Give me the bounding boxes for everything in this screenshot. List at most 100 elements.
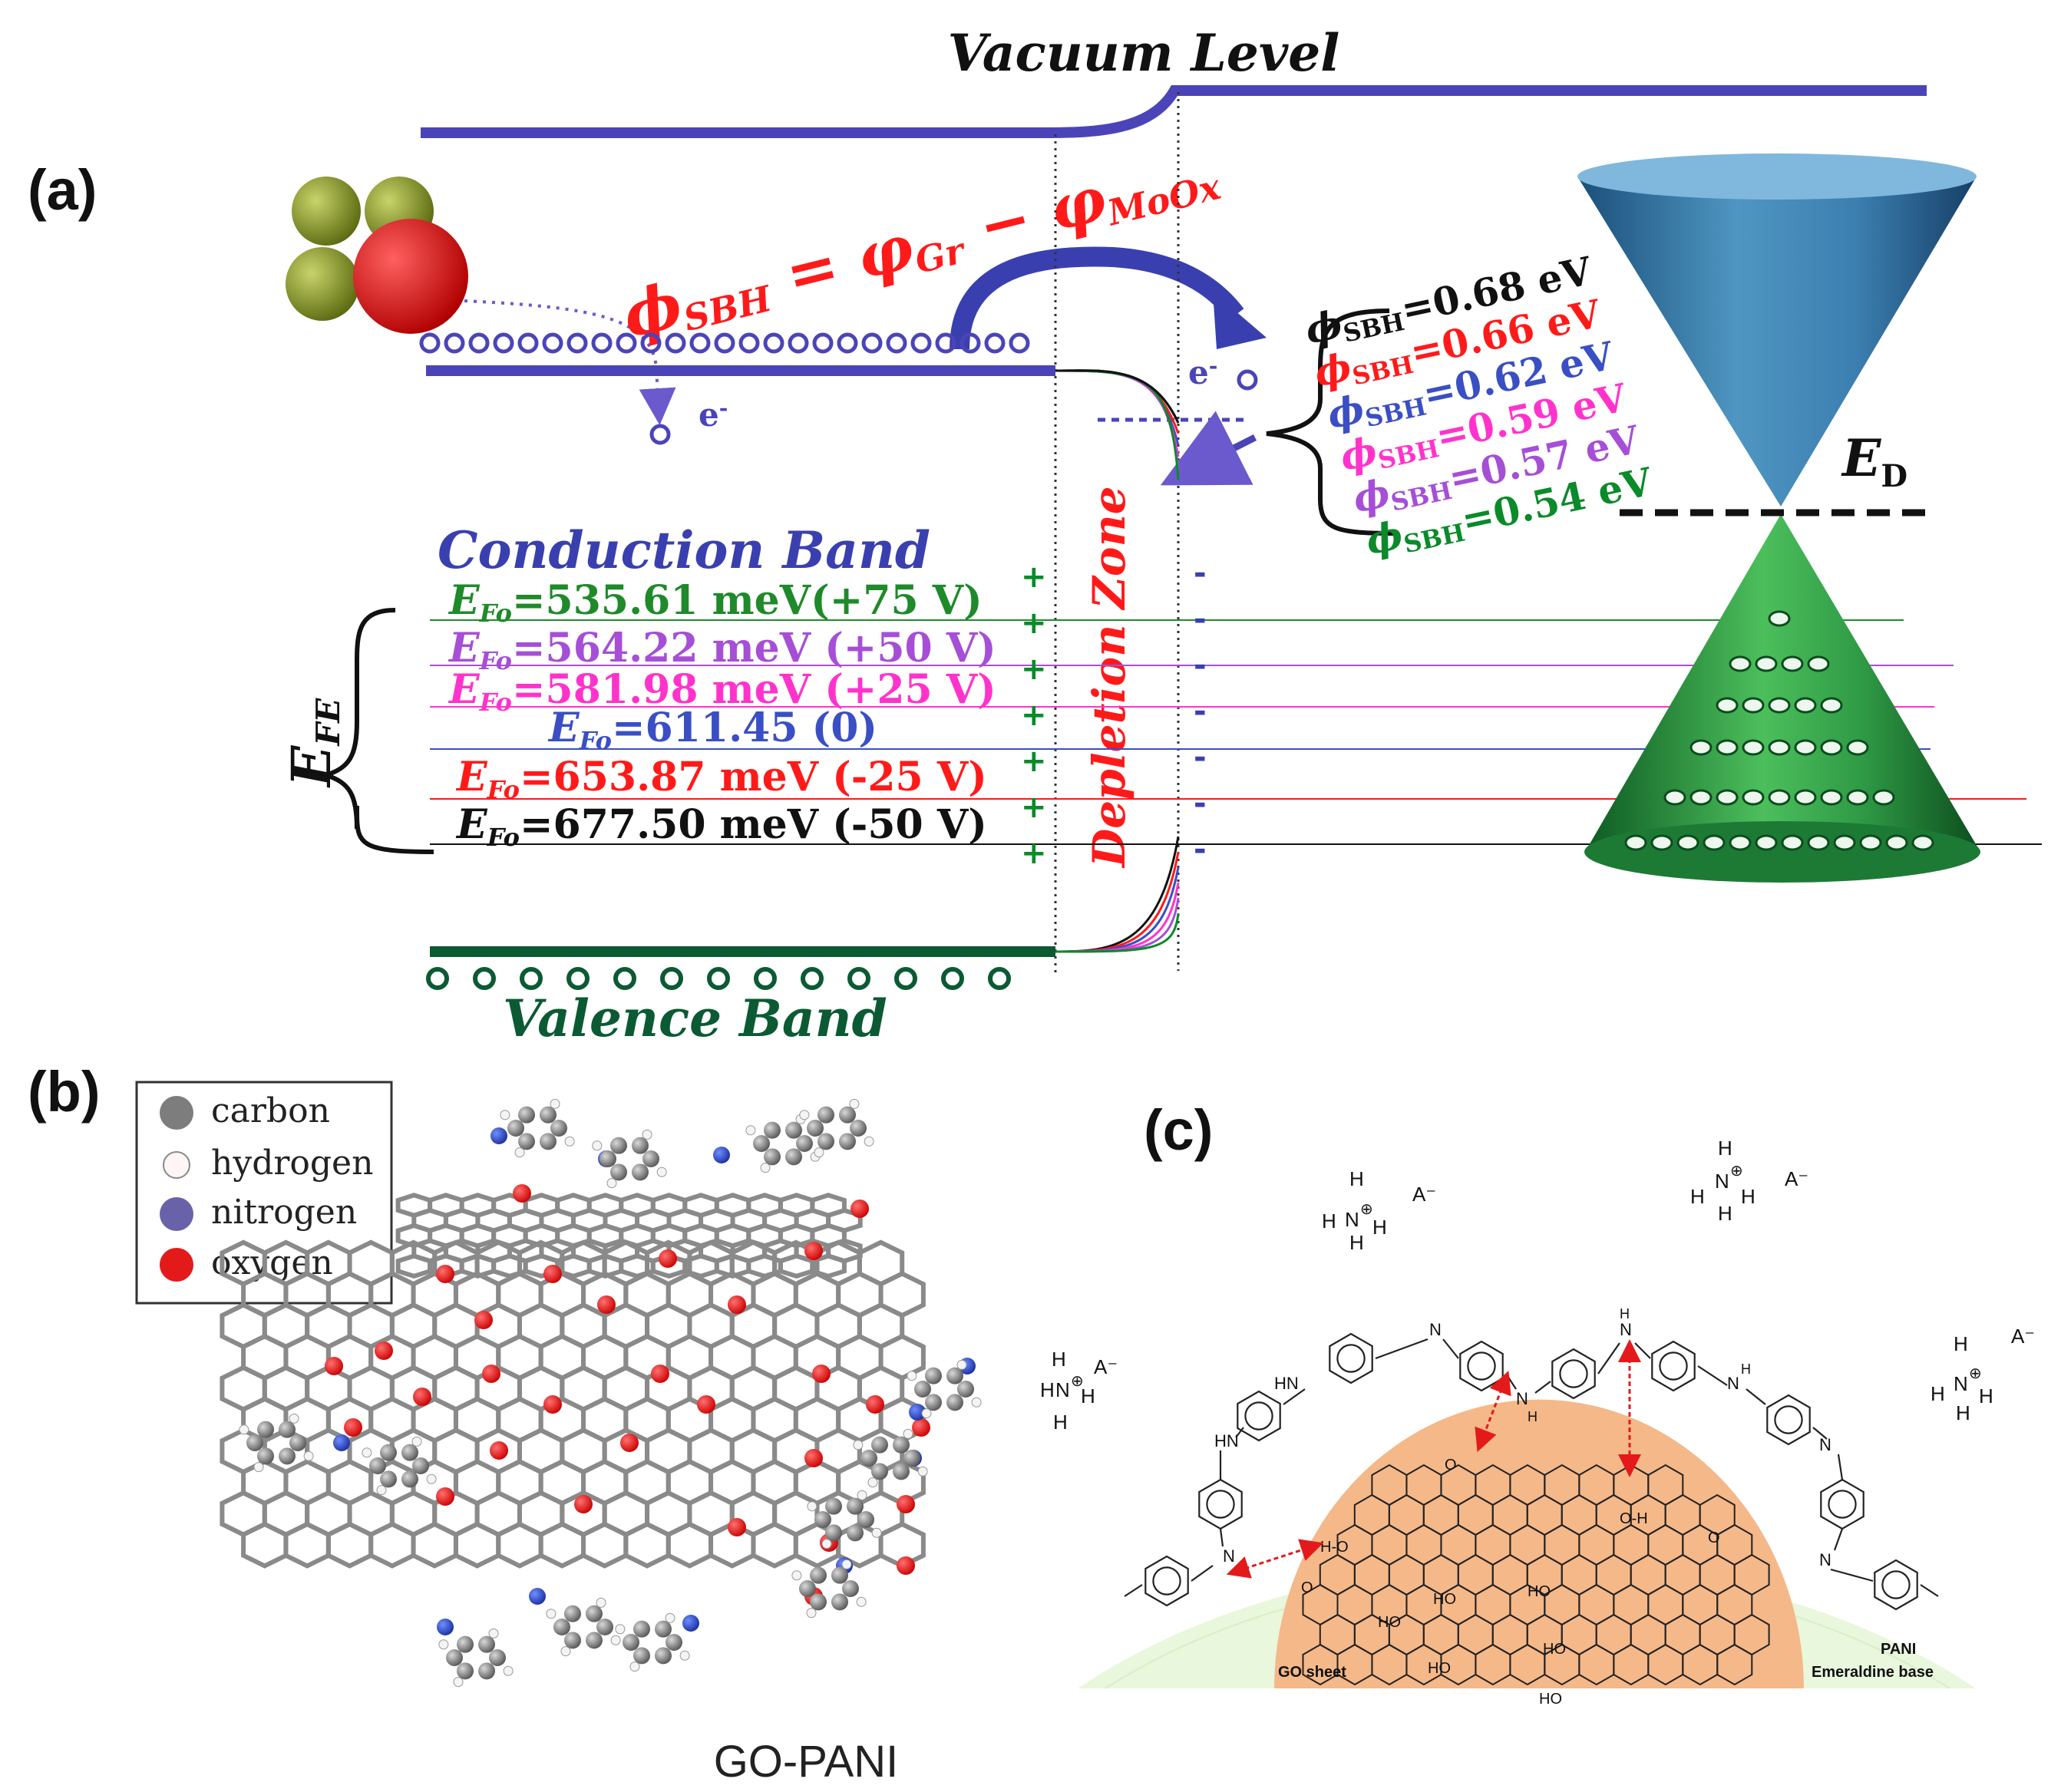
cb-electron <box>665 332 686 354</box>
legend-hydrogen-swatch <box>163 1151 190 1179</box>
minus-charge: - <box>1194 740 1207 775</box>
benzene-ring <box>1766 1394 1811 1446</box>
oxygen-atom <box>474 1311 493 1329</box>
hydrogen-atom <box>807 1501 817 1512</box>
svg-text:N: N <box>1345 1208 1359 1231</box>
hydrogen-atom <box>856 1596 867 1607</box>
depletion-zone-label: Depletion Zone <box>1083 486 1135 869</box>
panel-c: H H N ⊕ H H A⁻ H H N ⊕ H H A⁻ H H N ⊕ H … <box>1078 1137 2035 1708</box>
cone-state <box>1768 610 1791 627</box>
svg-text:N: N <box>1620 1320 1632 1339</box>
carbon-atom <box>550 1120 567 1137</box>
carbon-atom <box>847 1524 864 1542</box>
cone-hole-states <box>1624 610 1934 851</box>
cb-electron <box>861 332 883 354</box>
svg-text:N: N <box>1223 1546 1235 1566</box>
panel-b: carbon hydrogen nitrogen oxygen GO-PANI … <box>135 1081 1118 1787</box>
vb-hole <box>520 967 543 990</box>
carbon-atom <box>817 1106 834 1124</box>
cb-electron <box>935 332 956 354</box>
carbon-ring <box>368 1521 416 1569</box>
vb-hole <box>566 967 590 990</box>
carbon-atom <box>507 1120 524 1137</box>
oxygen-atom <box>897 1556 915 1575</box>
plus-charge: + <box>1021 698 1047 733</box>
benzene-ring <box>1459 1340 1504 1392</box>
oxygen-atom <box>344 1418 362 1437</box>
carbon-ring <box>810 1253 847 1279</box>
cone-state <box>1794 739 1817 756</box>
oxygen-atom <box>804 1242 823 1260</box>
chain-bond <box>1219 1528 1224 1547</box>
oxygen-atom <box>651 1365 669 1383</box>
hydrogen-atom <box>289 1413 299 1424</box>
svg-text:H: H <box>1954 1332 1968 1355</box>
carbon-ring <box>623 1521 671 1569</box>
oxygen-atom <box>513 1184 531 1203</box>
cb-electron <box>419 332 441 354</box>
carbon-atom <box>839 1106 856 1124</box>
svg-text:HO: HO <box>1543 1641 1566 1658</box>
fermi-level-labels: EFo=535.61 meV(+75 V) EFo=564.22 meV (+5… <box>448 577 996 852</box>
hydrogen-atom <box>903 1428 913 1439</box>
oxygen-atom <box>574 1495 593 1513</box>
oxygen-atom <box>866 1395 884 1414</box>
carbon-ring <box>453 1521 501 1569</box>
pani-label-2: Emeraldine base <box>1812 1664 1934 1681</box>
vb-hole <box>613 967 636 990</box>
carbon-atom <box>478 1662 495 1680</box>
oxygen-atom <box>620 1434 639 1452</box>
plus-charge: + <box>1021 559 1047 595</box>
conduction-band-bending <box>1055 369 1180 480</box>
go-pani-molecular-model <box>220 1098 982 1688</box>
svg-text:HN: HN <box>1214 1431 1239 1450</box>
cone-state <box>1676 834 1699 851</box>
aromatic-circle <box>1336 1344 1366 1373</box>
cb-electron <box>1009 332 1030 354</box>
oxygen-atom <box>659 1249 677 1268</box>
nitrogen-atom <box>713 1147 730 1163</box>
aromatic-circle <box>1244 1401 1273 1431</box>
cb-electron <box>542 332 563 354</box>
fermi-label-5: EFo=653.87 meV (-25 V) <box>455 754 987 804</box>
carbon-atom <box>914 1381 931 1398</box>
carbon-atom <box>871 1436 888 1454</box>
legend-hydrogen-label: hydrogen <box>211 1144 373 1183</box>
electron-label: e- <box>699 395 728 434</box>
svg-text:H: H <box>1956 1401 1970 1424</box>
carbon-ring <box>778 1253 815 1279</box>
chain-bond <box>1746 1388 1766 1405</box>
plus-charge: + <box>1021 790 1047 825</box>
svg-text:H: H <box>1528 1409 1537 1424</box>
carbon-ring <box>581 1521 629 1569</box>
hydrogen-atom <box>362 1447 372 1458</box>
nitrogen-atom <box>333 1434 350 1451</box>
carbon-atom <box>831 1566 848 1584</box>
oxygen-atom <box>375 1342 393 1360</box>
chain-bond <box>1597 1342 1620 1375</box>
carbon-atom <box>946 1367 963 1384</box>
cone-state <box>1742 697 1765 714</box>
carbon-atom <box>632 1163 649 1181</box>
hydrogen-bond-arrows <box>1226 1339 1641 1579</box>
hydrogen-atom <box>606 1178 617 1189</box>
cone-state <box>1716 697 1739 714</box>
hydrogen-atom <box>760 1163 771 1173</box>
oxygen-atom <box>728 1518 746 1536</box>
svg-text:H: H <box>1979 1384 1993 1408</box>
svg-text:A⁻: A⁻ <box>1094 1355 1118 1378</box>
oxygen-atom <box>436 1487 454 1506</box>
svg-text:H: H <box>1081 1384 1095 1408</box>
legend-carbon-swatch <box>160 1096 193 1130</box>
chain-bond <box>1191 1565 1214 1582</box>
hydrogen-atom <box>642 1129 652 1140</box>
carbon-atom <box>633 1620 650 1638</box>
go-sheet-region <box>1274 1399 1804 1688</box>
chain-bond <box>1830 1568 1874 1582</box>
cb-electron <box>812 332 834 354</box>
oxygen-atom <box>812 1365 831 1383</box>
hydrogen-atom <box>596 1597 606 1608</box>
cone-state <box>1716 739 1739 756</box>
cb-electron <box>714 332 735 354</box>
cone-state <box>1820 697 1843 714</box>
